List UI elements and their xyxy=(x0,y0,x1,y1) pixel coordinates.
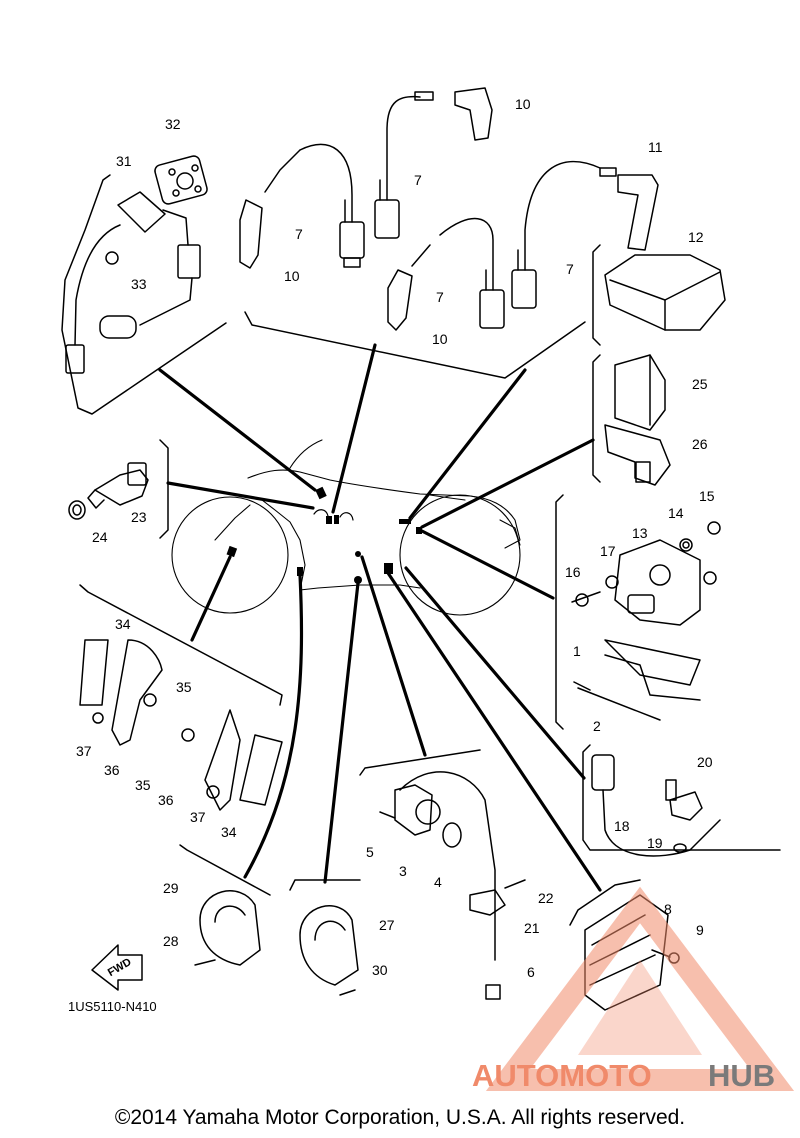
part-label-37b: 37 xyxy=(190,809,206,825)
part-label-7c: 7 xyxy=(436,289,444,305)
part-label-2: 2 xyxy=(593,718,601,734)
part-label-20: 20 xyxy=(697,754,713,770)
part-label-34a: 34 xyxy=(115,616,131,632)
part-label-35a: 35 xyxy=(176,679,192,695)
part-label-15: 15 xyxy=(699,488,715,504)
part-label-36b: 36 xyxy=(158,792,174,808)
part-label-5: 5 xyxy=(366,844,374,860)
part-label-13: 13 xyxy=(632,525,648,541)
fwd-arrow-icon xyxy=(91,944,143,991)
fwd-label: FWD xyxy=(106,956,134,979)
part-label-19: 19 xyxy=(647,835,663,851)
copyright-notice: ©2014 Yamaha Motor Corporation, U.S.A. A… xyxy=(115,1106,685,1129)
part-label-3: 3 xyxy=(399,863,407,879)
part-label-4: 4 xyxy=(434,874,442,890)
part-label-18: 18 xyxy=(614,818,630,834)
part-label-22: 22 xyxy=(538,890,554,906)
diagram-code: 1US5110-N410 xyxy=(68,999,157,1014)
part-label-14: 14 xyxy=(668,505,684,521)
part-label-30: 30 xyxy=(372,962,388,978)
watermark-text-secondary: HUB xyxy=(708,1058,775,1093)
speed-sensor xyxy=(591,754,721,857)
part-label-10b: 10 xyxy=(284,268,300,284)
part-label-8: 8 xyxy=(664,901,672,917)
part-label-31: 31 xyxy=(116,153,132,169)
part-labels: 1 2 3 4 5 6 7 7 7 7 8 9 10 10 10 11 12 1… xyxy=(76,96,715,980)
brake-pedal-parts xyxy=(79,639,283,811)
part-label-32: 32 xyxy=(165,116,181,132)
watermark-text-primary: AUTOMOTO xyxy=(472,1058,652,1093)
part-label-33: 33 xyxy=(131,276,147,292)
relay-units xyxy=(604,354,671,486)
part-label-26: 26 xyxy=(692,436,708,452)
horns xyxy=(194,890,359,996)
part-label-36a: 36 xyxy=(104,762,120,778)
ignition-coils xyxy=(239,87,659,331)
part-label-7a: 7 xyxy=(295,226,303,242)
connector-markers xyxy=(226,486,422,584)
part-label-25: 25 xyxy=(692,376,708,392)
part-label-10a: 10 xyxy=(515,96,531,112)
part-label-28: 28 xyxy=(163,933,179,949)
part-label-24: 24 xyxy=(92,529,108,545)
part-label-1: 1 xyxy=(573,643,581,659)
pickup-sensor-parts xyxy=(379,771,526,1000)
fuel-sender-assembly xyxy=(65,155,208,374)
part-label-29: 29 xyxy=(163,880,179,896)
part-label-17: 17 xyxy=(600,543,616,559)
part-label-7b: 7 xyxy=(414,172,422,188)
part-label-11: 11 xyxy=(648,139,663,155)
part-label-21: 21 xyxy=(524,920,540,936)
temp-sensor xyxy=(68,462,149,520)
part-label-35b: 35 xyxy=(135,777,151,793)
starter-relay-assembly xyxy=(571,521,721,721)
part-label-37a: 37 xyxy=(76,743,92,759)
part-label-27: 27 xyxy=(379,917,395,933)
ecu-unit xyxy=(604,254,726,331)
part-label-10c: 10 xyxy=(432,331,448,347)
part-label-6: 6 xyxy=(527,964,535,980)
part-label-23: 23 xyxy=(131,509,147,525)
part-label-12: 12 xyxy=(688,229,704,245)
group-brackets xyxy=(61,174,781,926)
motorcycle-outline xyxy=(171,439,521,616)
part-label-16: 16 xyxy=(565,564,581,580)
leader-lines xyxy=(158,343,602,892)
part-label-7d: 7 xyxy=(566,261,574,277)
part-label-34b: 34 xyxy=(221,824,237,840)
part-label-9: 9 xyxy=(696,922,704,938)
watermark-logo xyxy=(485,886,795,1091)
